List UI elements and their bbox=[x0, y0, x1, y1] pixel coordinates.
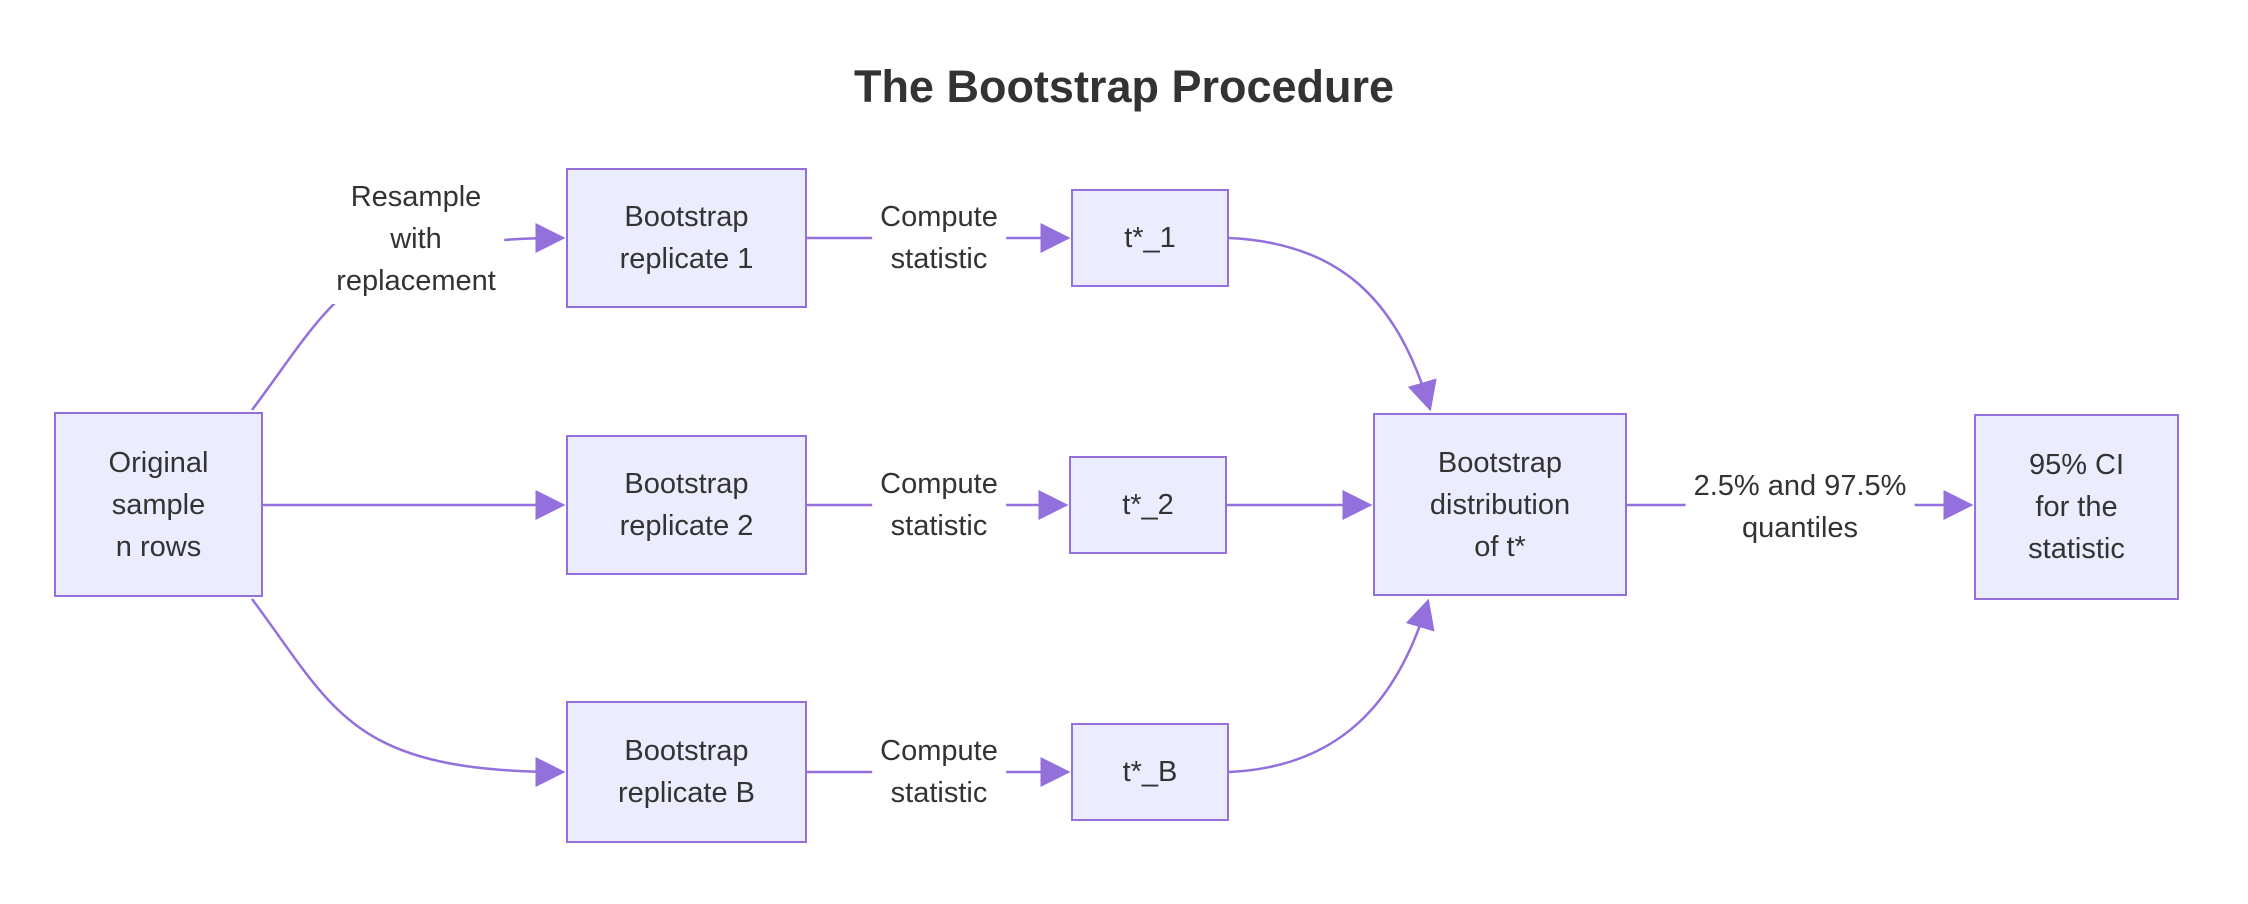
edge-label-quantiles: 2.5% and 97.5% quantiles bbox=[1685, 463, 1915, 551]
edge-tB-to-distribution bbox=[1228, 598, 1435, 774]
node-t-star-1: t*_1 bbox=[1071, 189, 1229, 287]
node-t-star-B: t*_B bbox=[1071, 723, 1229, 821]
node-bootstrap-replicate-1: Bootstrap replicate 1 bbox=[566, 168, 807, 308]
node-t-star-2: t*_2 bbox=[1069, 456, 1227, 554]
edge-label-compute-statistic-1: Compute statistic bbox=[872, 194, 1006, 282]
node-bootstrap-replicate-B: Bootstrap replicate B bbox=[566, 701, 807, 843]
edge-label-compute-statistic-3: Compute statistic bbox=[872, 728, 1006, 816]
node-original-sample: Original sample n rows bbox=[54, 412, 263, 597]
node-bootstrap-replicate-2: Bootstrap replicate 2 bbox=[566, 435, 807, 575]
edge-label-resample-with-replacement: Resample with replacement bbox=[328, 174, 504, 304]
node-bootstrap-distribution: Bootstrap distribution of t* bbox=[1373, 413, 1627, 596]
edge-original-to-replicateB bbox=[250, 598, 566, 787]
diagram-title: The Bootstrap Procedure bbox=[853, 61, 1395, 112]
edge-label-compute-statistic-2: Compute statistic bbox=[872, 461, 1006, 549]
node-95-ci: 95% CI for the statistic bbox=[1974, 414, 2179, 600]
edge-t1-to-distribution bbox=[1228, 236, 1437, 412]
